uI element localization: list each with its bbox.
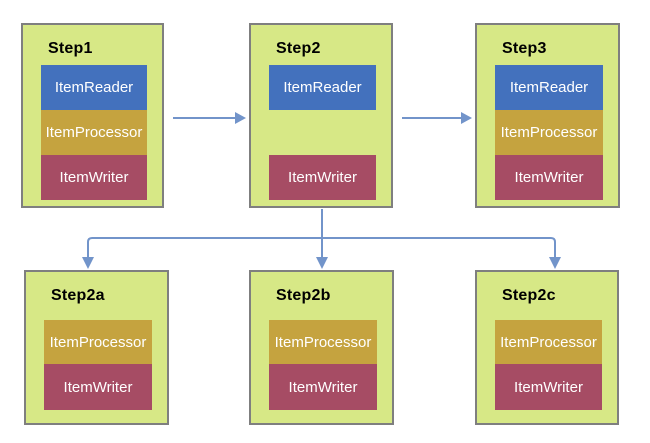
arrowhead-step2b <box>316 257 328 269</box>
component-itemreader: ItemReader <box>269 65 376 110</box>
component-itemprocessor: ItemProcessor <box>495 110 603 155</box>
arrow-step2-to-step3 <box>402 112 472 124</box>
step-box-step3: Step3 ItemReader ItemProcessor ItemWrite… <box>475 23 620 208</box>
step-title: Step2c <box>502 287 556 304</box>
component-itemwriter: ItemWriter <box>495 155 603 200</box>
component-itemwriter: ItemWriter <box>44 364 152 410</box>
step-box-step2b: Step2b ItemProcessor ItemWriter <box>249 270 394 425</box>
component-itemreader: ItemReader <box>41 65 147 110</box>
arrowhead-step2c <box>549 257 561 269</box>
arrow-step1-to-step2 <box>173 112 246 124</box>
component-itemprocessor: ItemProcessor <box>269 320 377 364</box>
step-title: Step1 <box>48 40 93 57</box>
component-itemwriter: ItemWriter <box>269 364 377 410</box>
component-itemwriter: ItemWriter <box>269 155 376 200</box>
component-itemprocessor: ItemProcessor <box>495 320 602 364</box>
component-itemprocessor: ItemProcessor <box>44 320 152 364</box>
step-box-step1: Step1 ItemReader ItemProcessor ItemWrite… <box>21 23 164 208</box>
component-itemreader: ItemReader <box>495 65 603 110</box>
arrowhead-step2a <box>82 257 94 269</box>
component-itemwriter: ItemWriter <box>41 155 147 200</box>
component-itemprocessor: ItemProcessor <box>41 110 147 155</box>
step-title: Step2 <box>276 40 321 57</box>
step-title: Step2b <box>276 287 331 304</box>
step-box-step2c: Step2c ItemProcessor ItemWriter <box>475 270 619 425</box>
step-title: Step2a <box>51 287 105 304</box>
step-box-step2: Step2 ItemReader ItemWriter <box>249 23 393 208</box>
step-title: Step3 <box>502 40 547 57</box>
branch-connector <box>82 209 561 269</box>
step-box-step2a: Step2a ItemProcessor ItemWriter <box>24 270 169 425</box>
component-itemwriter: ItemWriter <box>495 364 602 410</box>
